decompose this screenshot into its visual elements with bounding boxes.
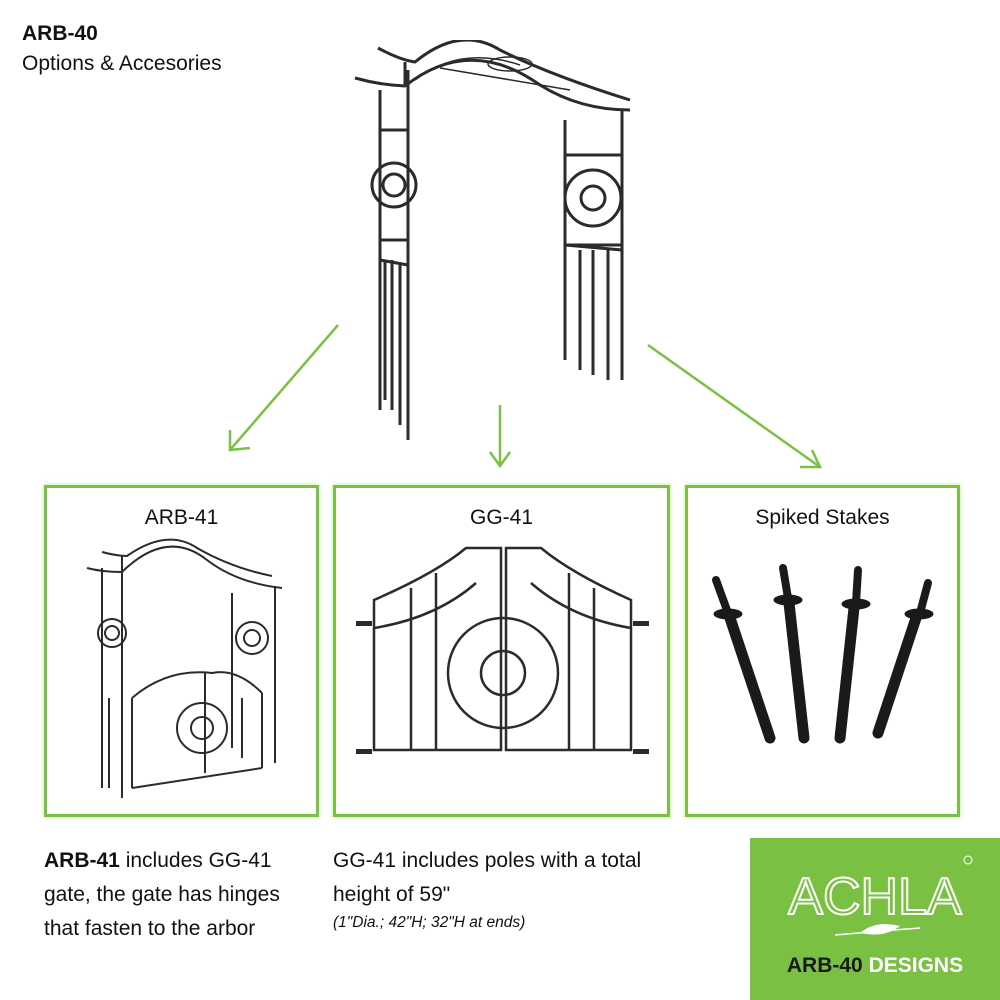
achla-wordmark: ACHLA — [787, 855, 973, 936]
box-title-stakes: Spiked Stakes — [755, 506, 890, 529]
arb41-image — [86, 538, 283, 798]
option-box-stakes: Spiked Stakes — [685, 485, 960, 817]
arrows — [228, 324, 822, 469]
option-box-arb41: ARB-41 — [44, 485, 319, 817]
arb41-description: ARB-41 includes GG-41 gate, the gate has… — [44, 844, 314, 946]
logo-caption: ARB-40 DESIGNS — [750, 954, 1000, 978]
box-title-arb41: ARB-41 — [144, 506, 219, 529]
gg41-gate-image — [356, 546, 649, 754]
logo-brand-text: ACHLA — [788, 868, 962, 926]
arrow-left — [229, 324, 339, 451]
logo-designs: DESIGNS — [868, 954, 964, 977]
box-title-gg41: GG-41 — [469, 506, 534, 529]
logo-product: ARB-40 — [786, 954, 863, 977]
arb41-description-text: includes GG-41 gate, the gate has hinges… — [44, 849, 280, 940]
gg41-dimensions-note: (1"Dia.; 42"H; 32"H at ends) — [333, 914, 526, 931]
option-box-gg41: GG-41 — [333, 485, 670, 817]
arbor-main-image — [354, 40, 631, 440]
achla-logo: ACHLA ARB-40 DESIGNS — [750, 838, 1000, 1000]
page-title: ARB-40 — [22, 22, 98, 45]
page-subtitle: Options & Accesories — [22, 52, 222, 75]
arb41-description-bold: ARB-41 — [44, 849, 120, 872]
spiked-stakes-image — [712, 564, 934, 744]
arrow-right — [647, 343, 821, 469]
gg41-description: GG-41 includes poles with a total height… — [333, 849, 642, 906]
